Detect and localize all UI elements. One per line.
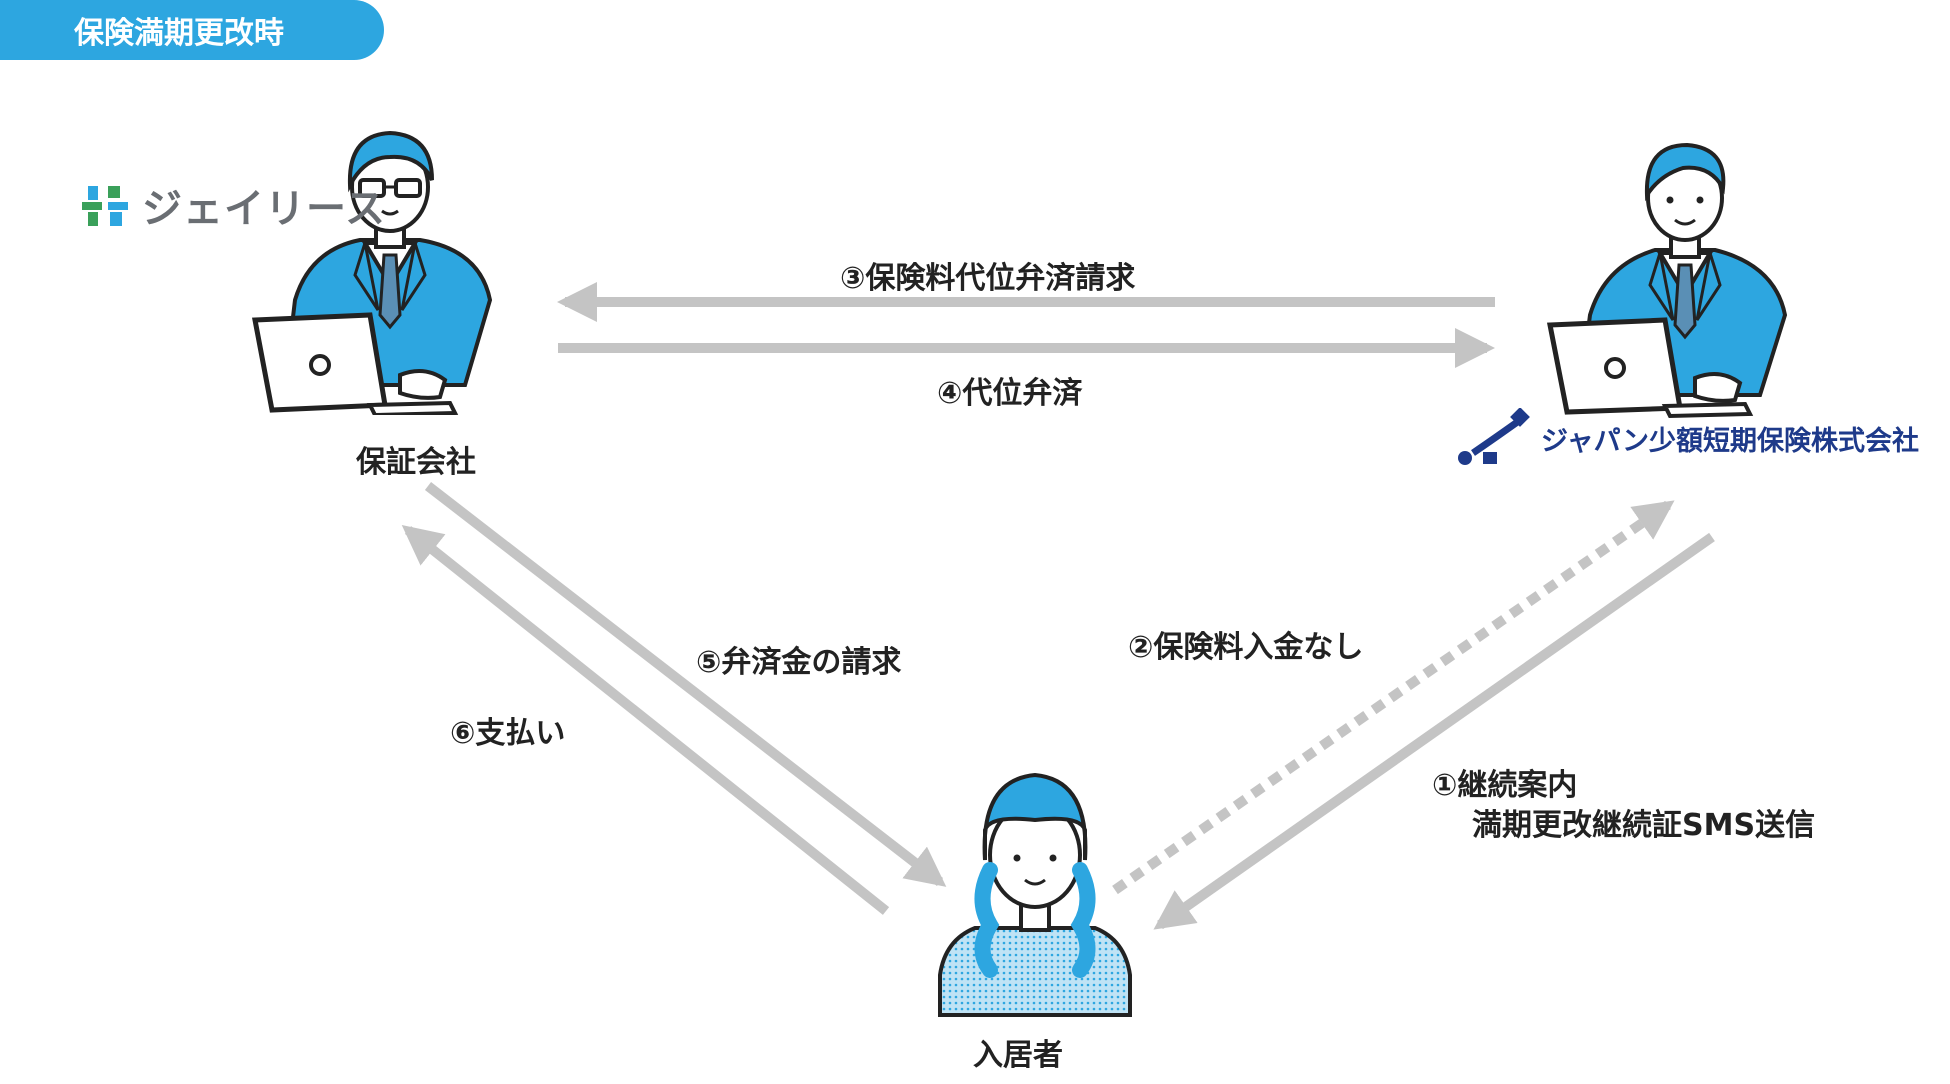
step-1-label-line1: ①継続案内 bbox=[1432, 768, 1578, 803]
arrow-step-2 bbox=[1112, 500, 1675, 895]
arrow-step-6 bbox=[401, 525, 890, 915]
guarantor-brand: ジェイリース bbox=[82, 176, 386, 234]
guarantor-label: 保証会社 bbox=[356, 445, 476, 480]
jlease-logo-icon bbox=[82, 186, 128, 226]
guarantor-person-icon bbox=[252, 130, 493, 415]
insurer-brand-name: ジャパン少額短期保険株式会社 bbox=[1541, 425, 1919, 457]
tenant-person-icon bbox=[938, 772, 1132, 1017]
header-title: 保険満期更改時 bbox=[0, 0, 384, 60]
tenant-label: 入居者 bbox=[973, 1038, 1063, 1073]
arrow-step-5 bbox=[424, 482, 947, 887]
arrow-step-1 bbox=[1153, 532, 1715, 930]
japan-insurance-logo-icon bbox=[1458, 408, 1530, 465]
step-6-label: ⑥支払い bbox=[450, 716, 566, 751]
step-2-label: ②保険料入金なし bbox=[1128, 630, 1364, 665]
guarantor-brand-name: ジェイリース bbox=[142, 186, 386, 232]
insurer-brand: ジャパン少額短期保険株式会社 bbox=[1455, 408, 1919, 468]
insurer-person-icon bbox=[1546, 142, 1788, 419]
step-4-label: ④代位弁済 bbox=[937, 376, 1083, 411]
step-3-label: ③保険料代位弁済請求 bbox=[840, 261, 1136, 296]
step-5-label: ⑤弁済金の請求 bbox=[696, 645, 902, 680]
step-1-label-line2: 満期更改継続証SMS送信 bbox=[1472, 808, 1816, 843]
